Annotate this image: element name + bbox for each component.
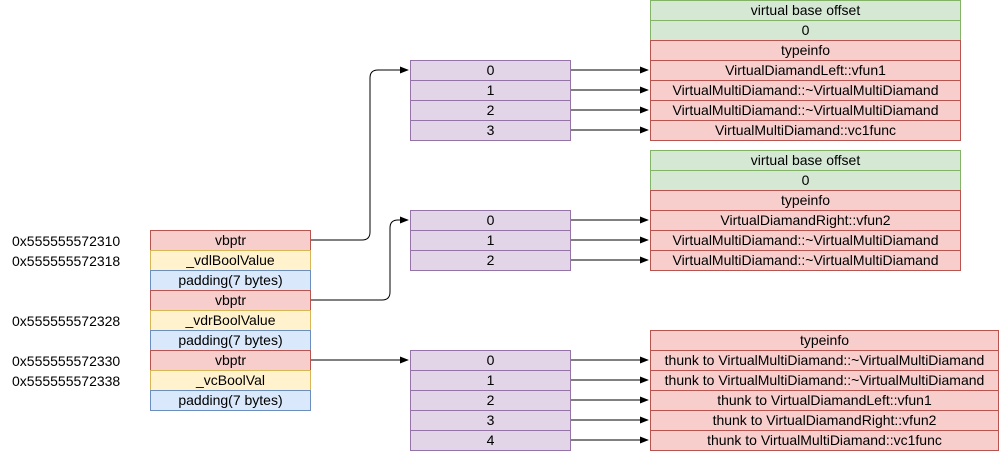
vtable2-entry: VirtualMultiDiamand::~VirtualMultiDiaman…	[650, 250, 961, 271]
object-padding: padding(7 bytes)	[150, 390, 311, 411]
vtable3-entry: thunk to VirtualDiamandLeft::vfun1	[650, 390, 999, 411]
vtable3-entry: thunk to VirtualMultiDiamand::~VirtualMu…	[650, 370, 999, 391]
vtable3-entry: thunk to VirtualMultiDiamand::~VirtualMu…	[650, 350, 999, 371]
address-label: 0x555555572310	[12, 233, 121, 249]
address-label: 0x555555572318	[12, 253, 121, 269]
vtable2-index: 2	[410, 250, 571, 271]
vbptr-to-vtable2-arrow	[311, 216, 409, 301]
vtable1-entry: VirtualDiamandLeft::vfun1	[650, 60, 961, 81]
vtable3-index: 4	[410, 430, 571, 451]
address-label: 0x555555572328	[12, 313, 121, 329]
vtable2-entry: VirtualMultiDiamand::~VirtualMultiDiaman…	[650, 230, 961, 251]
vtable2-typeinfo: typeinfo	[650, 190, 961, 211]
address-label: 0x555555572338	[12, 373, 121, 389]
vtable3-entry: thunk to VirtualDiamandRight::vfun2	[650, 410, 999, 431]
address-label: 0x555555572330	[12, 353, 121, 369]
vtable1-index: 3	[410, 120, 571, 141]
vtable1-entry: VirtualMultiDiamand::vc1func	[650, 120, 961, 141]
object-field: _vdlBoolValue	[150, 250, 311, 271]
vtable2-virtual-base-offset-header: virtual base offset	[650, 150, 961, 171]
object-vbptr: vbptr	[150, 230, 311, 251]
vbptr-to-vtable1-arrow	[311, 66, 409, 241]
object-padding: padding(7 bytes)	[150, 330, 311, 351]
